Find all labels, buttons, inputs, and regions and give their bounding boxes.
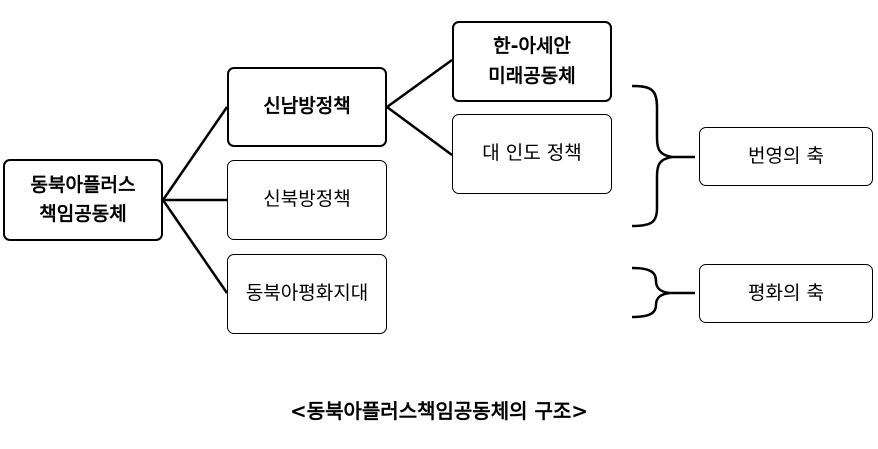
root-node-line1: 동북아플러스	[30, 173, 136, 196]
pillar-node-bukbang: 신북방정책	[227, 160, 387, 240]
pillar-label: 신남방정책	[263, 95, 351, 118]
axis-node-prosperity: 번영의 축	[699, 127, 873, 186]
diagram-caption: <동북아플러스책임공동체의 구조>	[289, 399, 589, 423]
root-node-line2: 책임공동체	[39, 203, 127, 225]
root-node: 동북아플러스 책임공동체	[3, 159, 163, 241]
sub-node-asean: 한-아세안 미래공동체	[452, 21, 612, 102]
pillar-label: 신북방정책	[263, 188, 351, 211]
pillar-node-nambang: 신남방정책	[227, 67, 387, 147]
sub-node-india: 대 인도 정책	[452, 114, 612, 194]
sub-node-india-label: 대 인도 정책	[482, 142, 582, 165]
connector-root-to-nambang	[161, 106, 229, 201]
connector-root-to-pyeonghwa	[161, 199, 229, 294]
brace-peace	[631, 266, 695, 319]
axis-label: 평화의 축	[748, 281, 824, 304]
pillar-label: 동북아평화지대	[245, 282, 369, 305]
connector-nambang-to-india	[386, 105, 453, 157]
sub-node-asean-line2: 미래공동체	[488, 64, 576, 87]
axis-label: 번영의 축	[748, 144, 824, 167]
connector-nambang-to-asean	[386, 58, 453, 109]
pillar-node-pyeonghwa: 동북아평화지대	[227, 254, 387, 334]
sub-node-asean-line1: 한-아세안	[493, 35, 571, 58]
axis-node-peace: 평화의 축	[699, 264, 873, 323]
brace-prosperity	[631, 84, 695, 228]
